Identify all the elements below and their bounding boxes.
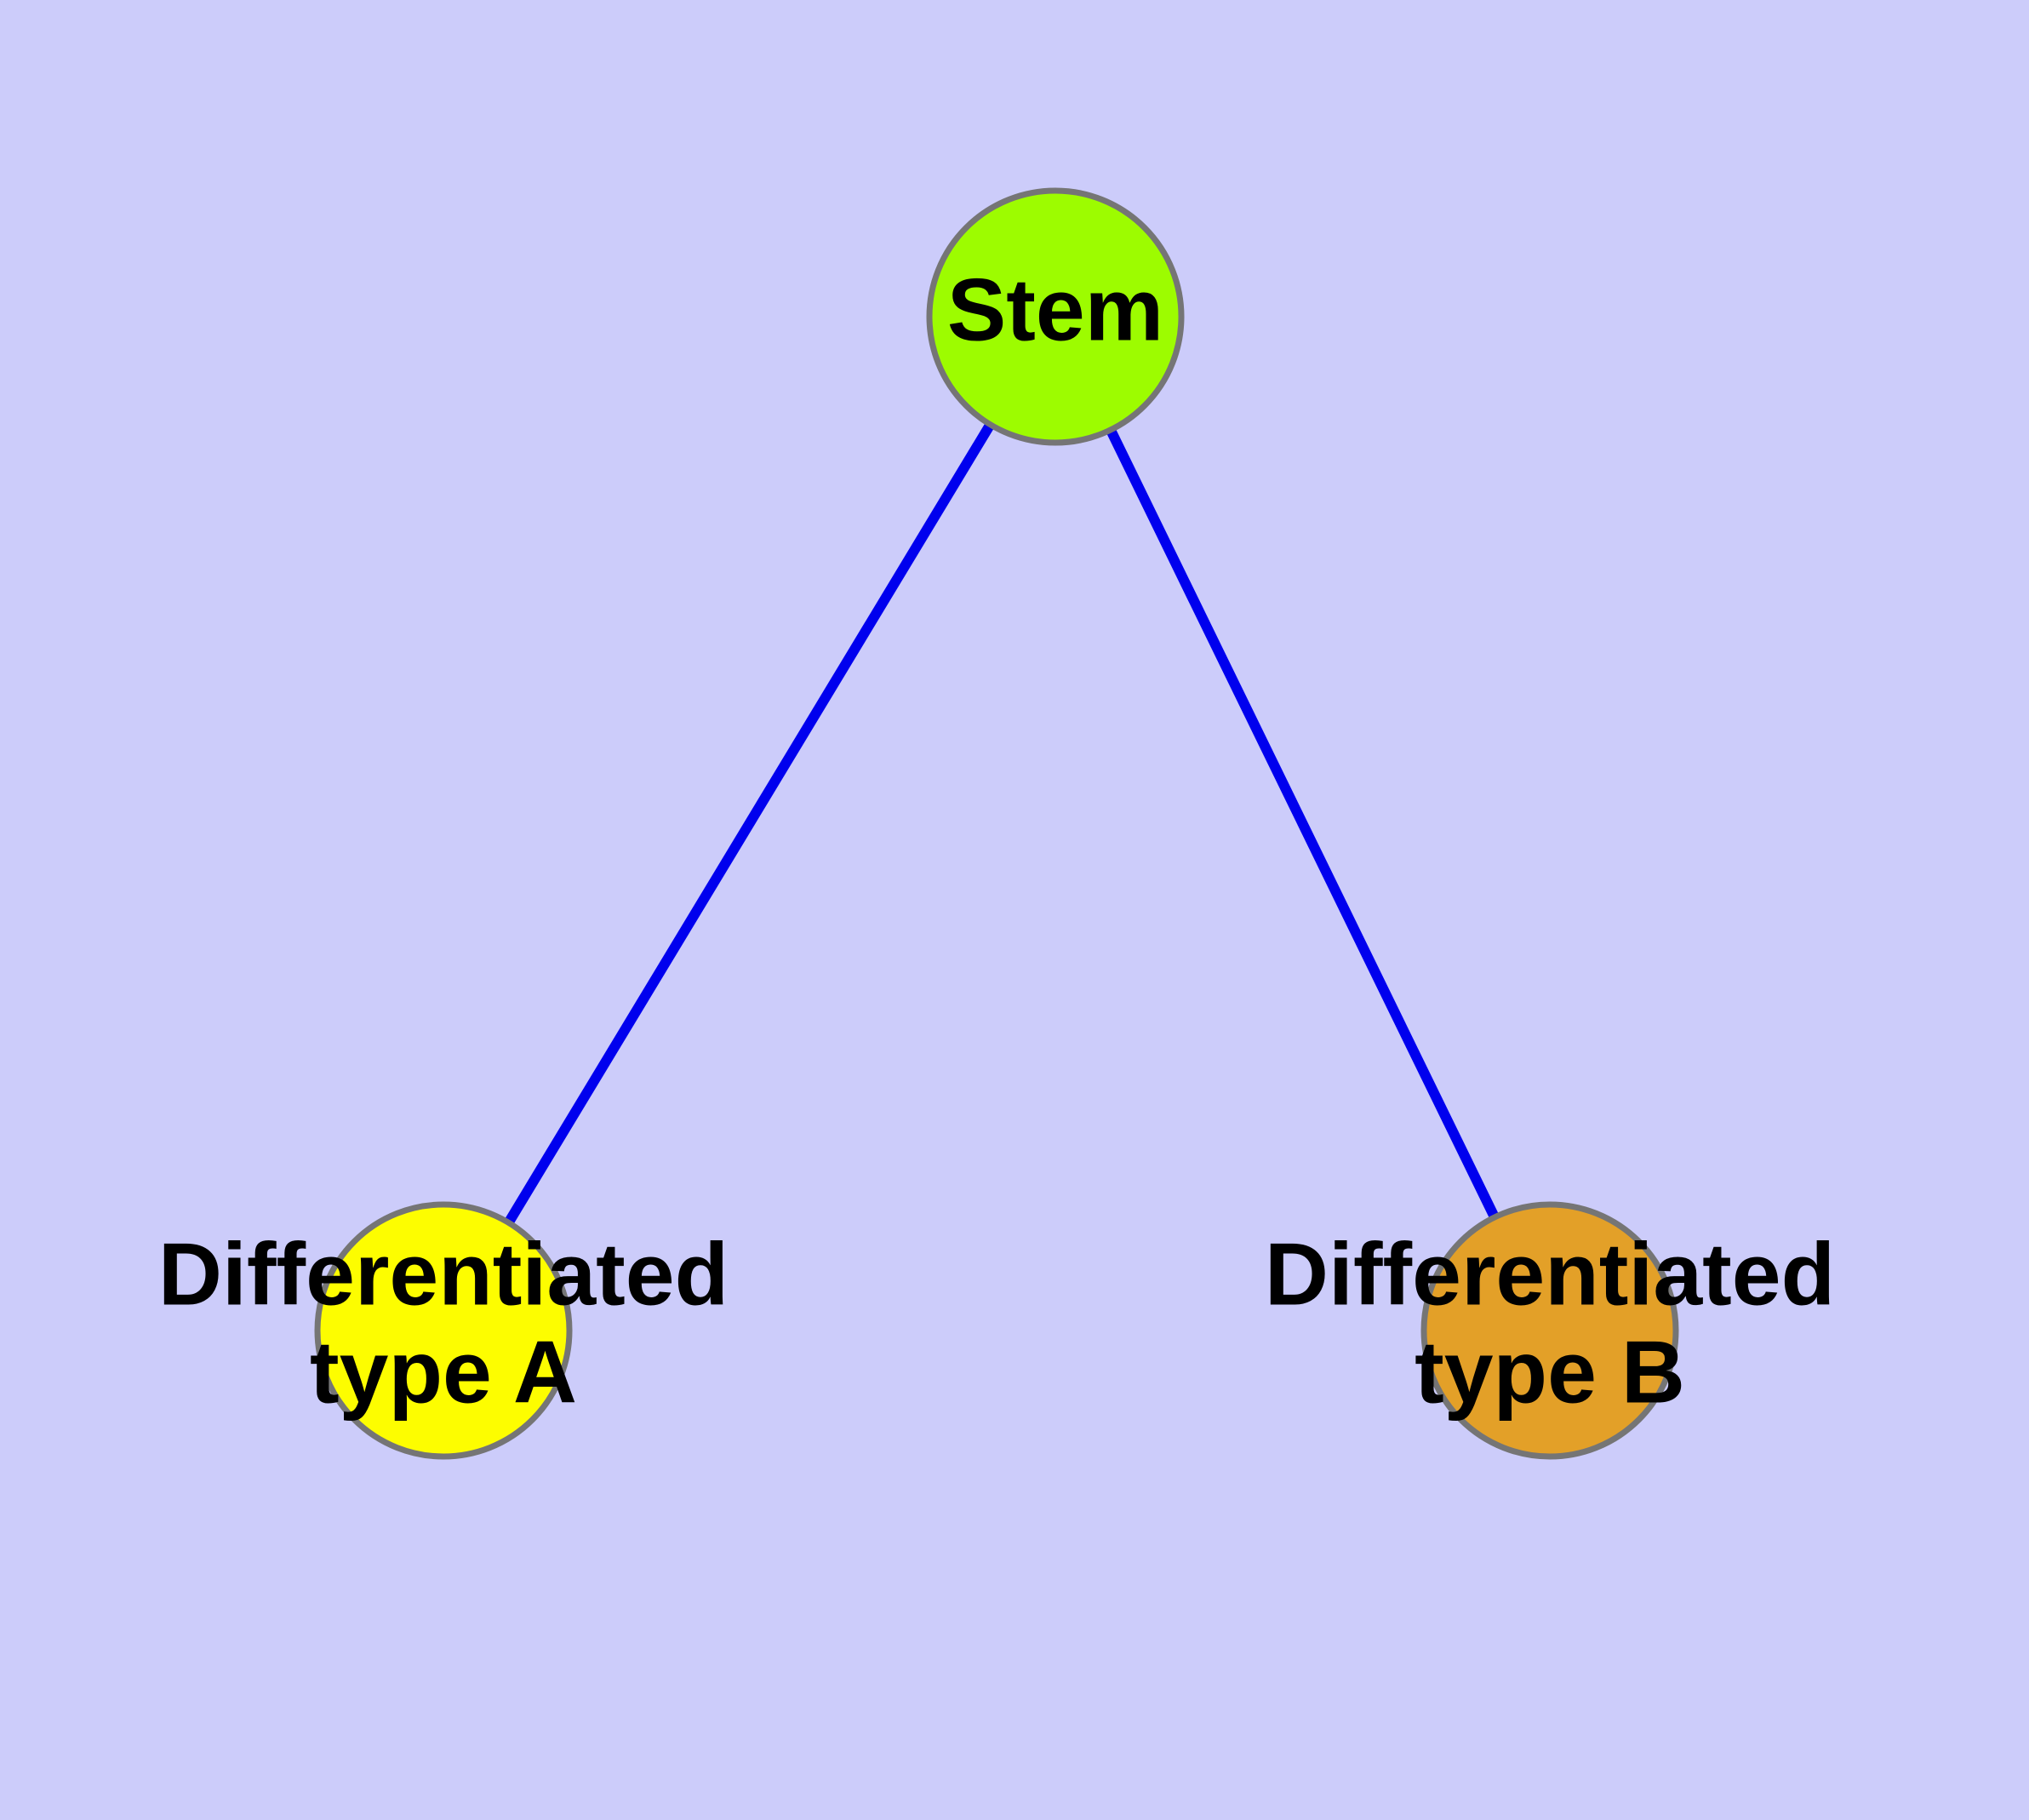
node-stem-circle[interactable] [926,187,1185,446]
node-stem-label-line-1: Stem [947,260,1163,359]
node-diff-a-label-line-1: Differentiated [158,1225,729,1324]
node-diff-a[interactable]: Differentiated type A [158,1201,729,1460]
node-diff-a-circle[interactable] [314,1201,573,1460]
edge-stem-to-diff-a[interactable] [438,313,1060,1334]
node-diff-b-circle[interactable] [1420,1201,1679,1460]
edge-stem-to-diff-b[interactable] [1050,314,1555,1333]
node-stem[interactable]: Stem [926,187,1185,446]
node-diff-a-label-line-2: type A [310,1323,577,1422]
node-diff-b-label-line-2: type B [1415,1323,1685,1422]
node-layer: Stem Differentiated type A Differentiate… [158,187,1835,1460]
node-diff-b-label-line-1: Differentiated [1265,1225,1835,1324]
node-diff-b[interactable]: Differentiated type B [1265,1201,1835,1460]
edge-layer [438,313,1555,1334]
